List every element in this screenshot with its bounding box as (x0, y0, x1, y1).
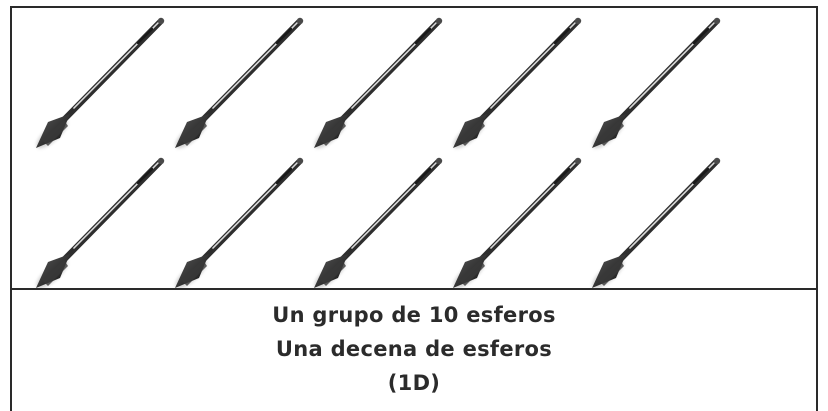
illustration-frame: Un grupo de 10 esferos Una decena de esf… (10, 6, 818, 411)
pens-panel (12, 8, 816, 290)
pen-icon-8 (314, 157, 443, 288)
pen-icon-2 (175, 17, 304, 149)
pen-icon-4 (453, 17, 582, 149)
pen-icon-5 (592, 17, 721, 149)
caption-group-of-ten: Un grupo de 10 esferos (272, 303, 556, 327)
pens-group (36, 17, 721, 288)
pen-icon-3 (314, 17, 443, 149)
caption-panel: Un grupo de 10 esferos Una decena de esf… (12, 290, 816, 411)
pen-icon-6 (36, 157, 165, 288)
caption-one-ten: Una decena de esferos (275, 337, 553, 361)
pen-icon-9 (453, 157, 582, 288)
pen-icon-7 (175, 157, 304, 288)
pen-icon-10 (592, 157, 721, 288)
pen-icon-1 (36, 17, 165, 149)
caption-notation: (1D) (387, 371, 441, 395)
